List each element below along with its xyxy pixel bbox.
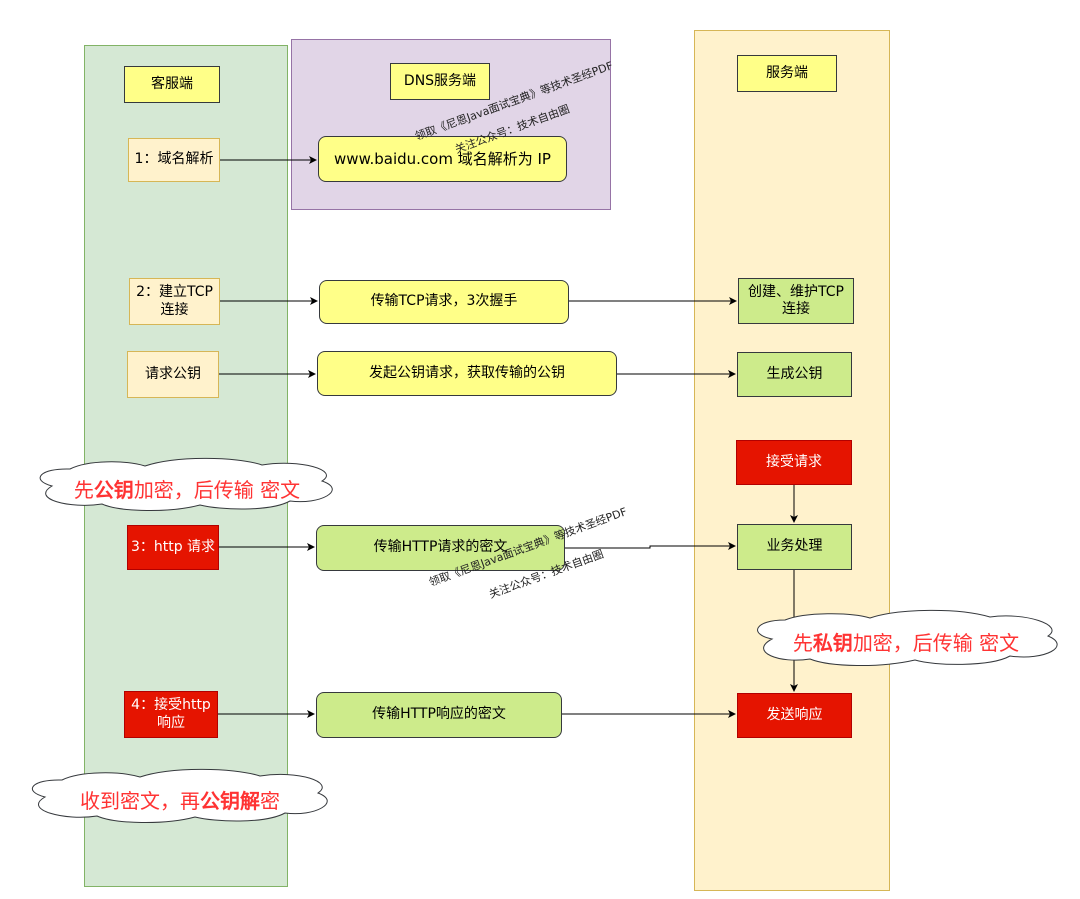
server-step-tcp-maintain: 创建、维护TCP 连接 <box>738 278 854 324</box>
note-encrypt-public-post: 加密，后传输 密文 <box>133 477 301 502</box>
cloud-shape-encrypt-public <box>39 457 333 512</box>
note-encrypt-private-post: 加密，后传输 密文 <box>852 630 1020 655</box>
message-key-request: 发起公钥请求，获取传输的公钥 <box>317 351 617 396</box>
cloud-shape-encrypt-private <box>757 609 1058 667</box>
server-step-business-process: 业务处理 <box>737 524 852 570</box>
note-decrypt-public: 收到密文，再公钥解密 <box>35 781 325 817</box>
server-step-send-response: 发送响应 <box>737 693 852 738</box>
client-step-request-key: 请求公钥 <box>127 351 219 398</box>
note-encrypt-public-bold: 公钥 <box>93 477 134 502</box>
arrow-http-server <box>565 542 736 550</box>
client-step-tcp-connect: 2：建立TCP 连接 <box>129 278 220 325</box>
server-step-generate-key: 生成公钥 <box>737 352 852 397</box>
client-step-dns-resolve: 1：域名解析 <box>128 138 220 182</box>
server-lane-header: 服务端 <box>737 55 837 92</box>
client-step-accept-response: 4：接受http 响应 <box>124 691 218 738</box>
message-http-response-cipher: 传输HTTP响应的密文 <box>316 692 562 738</box>
client-lane-header: 客服端 <box>124 66 220 103</box>
message-http-request-cipher: 传输HTTP请求的密文 <box>316 525 565 571</box>
message-dns-resolve: www.baidu.com 域名解析为 IP <box>318 136 567 182</box>
cloud-shape-decrypt-public <box>32 768 328 824</box>
dns-lane-header: DNS服务端 <box>390 63 490 100</box>
note-encrypt-private-bold: 私钥 <box>812 630 853 655</box>
note-decrypt-public-pre: 收到密文，再 <box>80 788 200 813</box>
note-decrypt-public-bold: 公钥解 <box>200 788 260 813</box>
note-encrypt-public-pre: 先 <box>73 477 94 502</box>
note-decrypt-public-post: 密 <box>260 788 280 813</box>
note-encrypt-public: 先公钥加密，后传输 密文 <box>42 470 332 506</box>
note-encrypt-private-pre: 先 <box>792 630 813 655</box>
message-tcp-transfer: 传输TCP请求，3次握手 <box>319 280 569 324</box>
client-step-http-request: 3：http 请求 <box>127 525 219 570</box>
server-step-accept-request: 接受请求 <box>736 440 852 485</box>
note-encrypt-private: 先私钥加密，后传输 密文 <box>760 623 1052 659</box>
